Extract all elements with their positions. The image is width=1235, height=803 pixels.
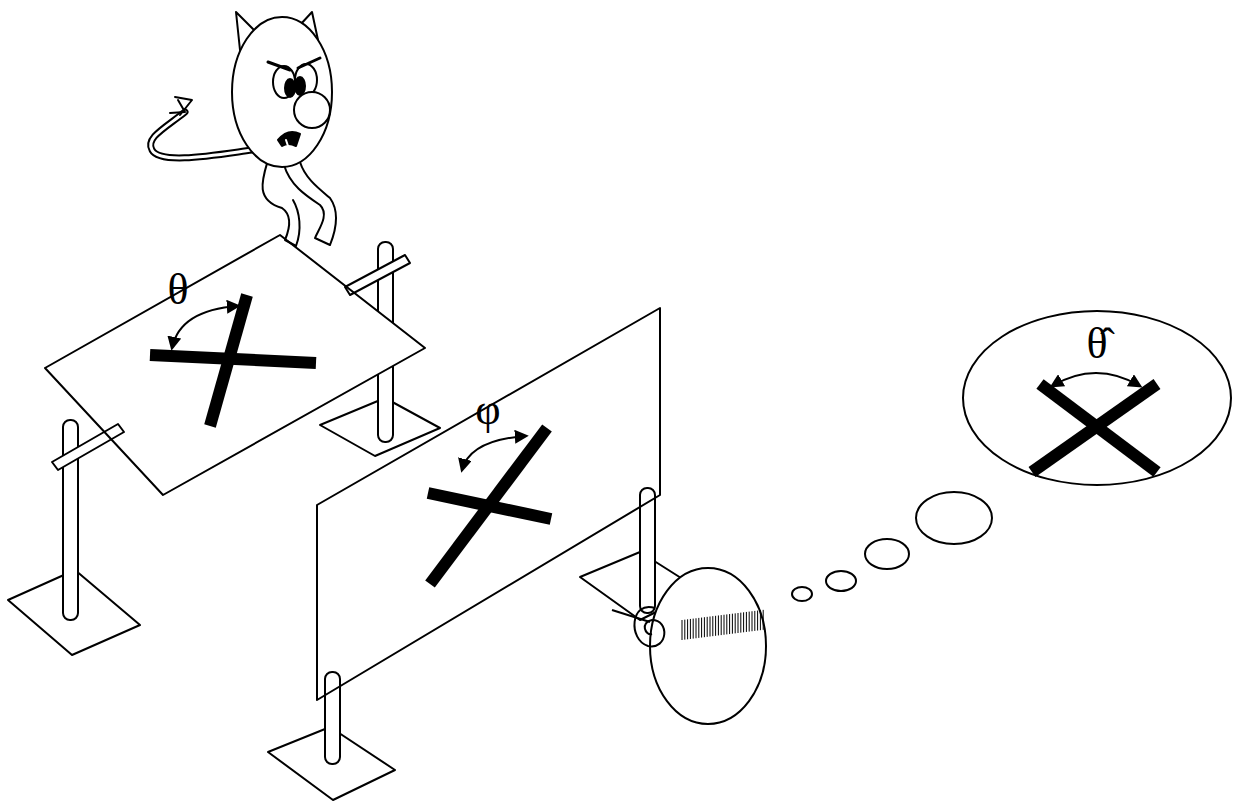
devil-pupil — [285, 79, 295, 97]
devil-head — [232, 17, 332, 167]
devil-eye — [273, 66, 295, 98]
cross-bar — [1040, 384, 1157, 472]
eyeball — [650, 568, 766, 724]
angle-arc — [1052, 373, 1140, 386]
eye-lens — [634, 607, 664, 646]
devil-pupil — [295, 77, 305, 95]
cross-bar — [1032, 384, 1157, 472]
tilted-panel-outline — [45, 235, 425, 495]
thought-bubble — [916, 492, 992, 544]
devil-legs — [262, 160, 336, 246]
panel-fill — [45, 235, 425, 495]
sight-line — [612, 610, 650, 622]
tilted-panel: θ — [45, 235, 425, 495]
angle-arc — [172, 306, 238, 348]
stand-rod — [345, 255, 410, 295]
stand-rod — [52, 424, 124, 470]
thought-bubble — [865, 539, 909, 569]
stand-post — [325, 672, 340, 764]
devil-mouth — [278, 132, 300, 146]
panel-fill — [317, 308, 660, 700]
angle-arc — [462, 436, 526, 470]
upright-panel: φ — [317, 308, 660, 700]
devil-fang — [286, 140, 288, 146]
cross-bar — [430, 428, 547, 584]
devil-brows — [268, 58, 320, 70]
angle-label: φ — [475, 388, 500, 432]
eye-iris-hatch — [682, 610, 763, 640]
cross-bar — [210, 295, 247, 426]
tail-tip — [170, 97, 192, 115]
thought-bubble — [792, 587, 812, 601]
angle-label: θ̂ — [1086, 322, 1107, 366]
upright-panel-outline — [317, 308, 660, 700]
thought-bubble: θ̂ — [962, 310, 1232, 486]
devil-nose — [294, 92, 330, 128]
thought-bubble — [826, 571, 856, 591]
angle-label: θ — [167, 268, 188, 312]
